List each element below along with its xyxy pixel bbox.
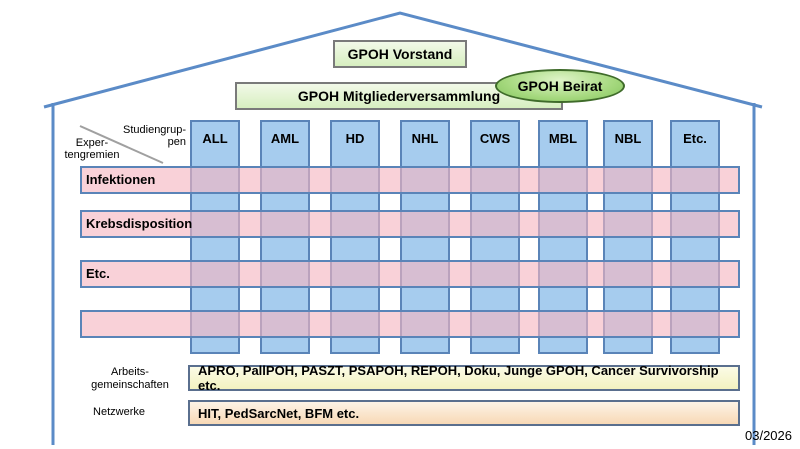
row-header-label: Exper-tengremien (64, 137, 120, 161)
expert-body-row (80, 166, 740, 194)
expert-body-row (80, 210, 740, 238)
board-box: GPOH Vorstand (333, 40, 467, 68)
expert-body-row (80, 310, 740, 338)
expert-body-row (80, 260, 740, 288)
study-group-label: NHL (411, 131, 439, 146)
column-header-label: Studiengrup-pen (123, 124, 186, 148)
networks-label: Netzwerke (93, 406, 145, 418)
date-stamp: 03/2026 (745, 428, 792, 443)
networks-box: HIT, PedSarcNet, BFM etc. (188, 400, 740, 426)
expert-body-label: Infektionen (86, 172, 156, 187)
expert-body-label: Etc. (86, 266, 110, 281)
study-group-label: NBL (614, 131, 642, 146)
study-group-label: Etc. (683, 131, 707, 146)
study-group-label: ALL (202, 131, 228, 146)
working-groups-label: Arbeits-gemeinschaften (91, 366, 169, 391)
expert-body-label: Krebsdisposition (86, 216, 193, 231)
working-groups-box: APRO, PallPOH, PASZT, PSAPOH, REPOH, Dok… (188, 363, 740, 393)
study-group-label: HD (345, 131, 365, 146)
advisory-board-ellipse: GPOH Beirat (495, 69, 625, 103)
study-group-label: AML (270, 131, 300, 146)
study-group-label: MBL (548, 131, 578, 146)
study-group-label: CWS (479, 131, 511, 146)
